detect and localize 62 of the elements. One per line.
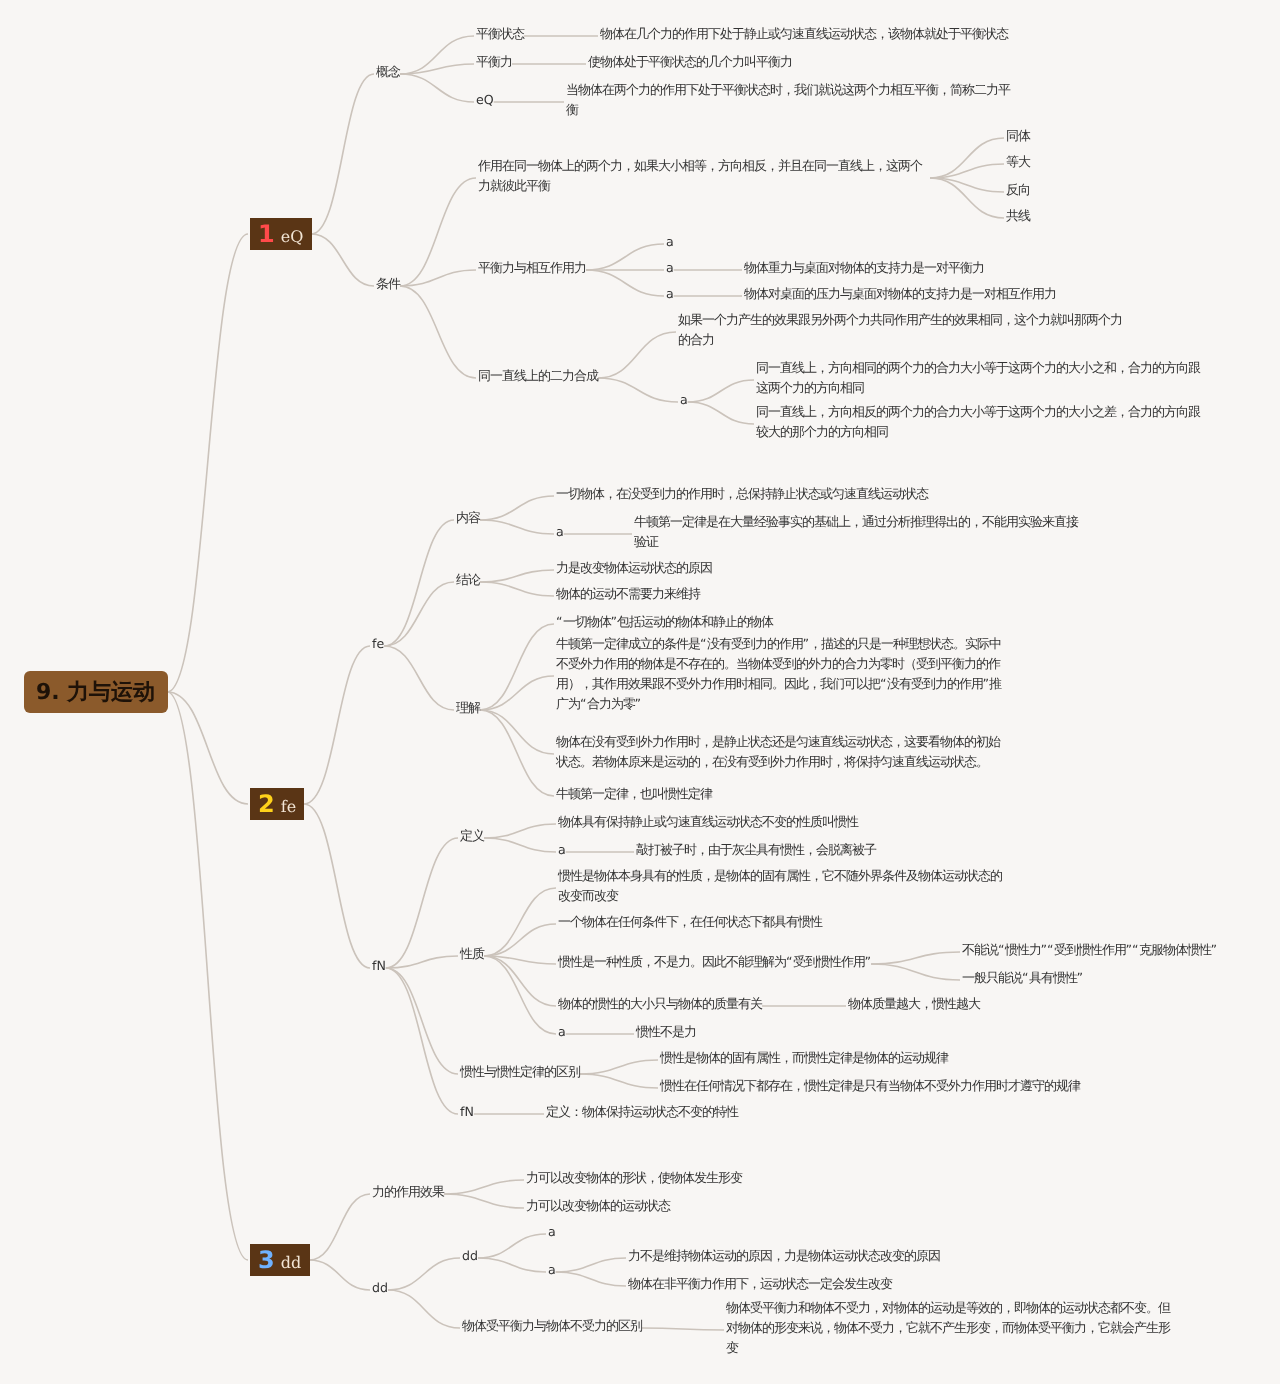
connector-line <box>385 967 459 1115</box>
connector-line <box>479 709 555 755</box>
connector-line <box>385 837 459 969</box>
branch-topic-box <box>250 218 312 250</box>
connector-line <box>383 645 455 711</box>
connector-line <box>579 1073 659 1089</box>
connector-line <box>870 963 961 981</box>
connector-line <box>399 177 477 287</box>
connector-line <box>308 1259 371 1291</box>
connector-line <box>564 1033 635 1035</box>
branch-label: dd <box>280 1254 302 1272</box>
connector-line <box>443 1193 525 1209</box>
connector-line <box>483 955 557 1007</box>
connector-line <box>585 269 665 297</box>
connector-line <box>672 295 743 297</box>
connector-line <box>483 955 557 965</box>
connector-line <box>166 691 249 805</box>
connector-line <box>383 581 455 647</box>
connector-line <box>641 1327 725 1331</box>
connector-line <box>399 269 477 287</box>
root-topic-box: 9. 力与运动 <box>24 671 168 713</box>
connector-line <box>929 177 1005 193</box>
connector-line <box>672 269 743 271</box>
connector-line <box>511 63 587 65</box>
branch-label: fe <box>280 798 297 816</box>
connector-line <box>479 675 555 711</box>
connector-line <box>686 401 755 425</box>
connector-line <box>564 851 635 853</box>
connector-line <box>554 1271 627 1287</box>
connector-line <box>310 73 375 235</box>
branch-label: eQ <box>280 228 304 246</box>
connector-line <box>479 519 555 535</box>
branch-topic-box <box>250 788 305 820</box>
connector-line <box>303 803 371 969</box>
connector-line <box>477 1257 547 1273</box>
connector-line <box>399 285 477 379</box>
connector-line <box>385 955 459 969</box>
connector-line <box>483 837 557 853</box>
connector-line <box>929 177 1005 219</box>
connector-line <box>303 645 371 805</box>
connector-line <box>166 691 249 1261</box>
connector-line <box>483 955 557 1035</box>
connector-line <box>399 73 475 103</box>
connector-line <box>479 623 555 711</box>
connector-line <box>523 35 599 37</box>
connector-line <box>166 233 249 693</box>
connector-line <box>387 1289 461 1329</box>
connector-line <box>479 709 555 797</box>
branch-topic-box <box>250 1244 310 1276</box>
connector-line <box>562 533 633 535</box>
branch-number: 1 <box>258 220 275 248</box>
connector-line <box>492 101 565 103</box>
connector-line <box>310 233 375 287</box>
connector-line <box>308 1193 371 1261</box>
connector-line <box>479 581 555 597</box>
branch-number: 2 <box>258 790 275 818</box>
connector-line <box>597 377 679 403</box>
connector-line <box>383 519 455 647</box>
connector-line <box>473 1113 545 1115</box>
branch-number: 3 <box>258 1246 275 1274</box>
connector-line <box>387 1257 461 1291</box>
connector-line <box>761 1005 847 1007</box>
